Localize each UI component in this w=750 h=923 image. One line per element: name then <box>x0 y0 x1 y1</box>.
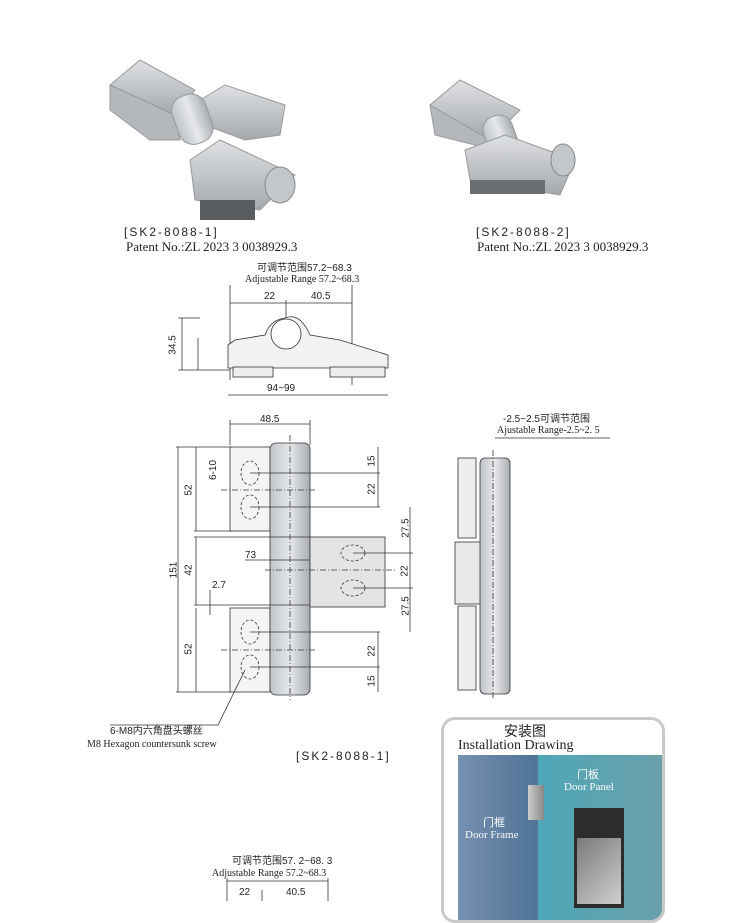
front-view-code: [SK2-8088-1] <box>296 749 391 763</box>
product-code-1: [SK2-8088-1] <box>124 225 219 239</box>
dim-42: 42 <box>183 564 195 576</box>
hinge-icon <box>528 785 544 820</box>
screw-label-en: M8 Hexagon countersunk screw <box>87 739 217 750</box>
side-range-cn: -2.5~2.5可调节范围 <box>503 414 590 425</box>
top-dim-22: 22 <box>264 291 276 302</box>
door-panel-cn: 门板 <box>577 769 599 781</box>
front-view-drawing <box>110 420 413 726</box>
bottom-dim-40-5: 40.5 <box>286 887 306 898</box>
side-range-en: Ajustable Range-2.5~2. 5 <box>497 425 600 436</box>
dim-48-5: 48.5 <box>260 414 280 425</box>
dim-6-10: 6-10 <box>208 459 220 481</box>
product-code-2: [SK2-8088-2] <box>476 225 571 239</box>
door-frame-en: Door Frame <box>465 829 519 841</box>
dim-r5: 27.5 <box>400 596 412 616</box>
patent-number-2: Patent No.:ZL 2023 3 0038929.3 <box>477 239 649 254</box>
top-range-cn: 可调节范围57.2~68.3 <box>257 263 352 274</box>
dim-r7: 15 <box>366 675 378 687</box>
top-dim-34-5: 34.5 <box>167 335 179 355</box>
dim-151: 151 <box>168 561 180 579</box>
patent-number-1: Patent No.:ZL 2023 3 0038929.3 <box>126 239 298 254</box>
bottom-dim-22: 22 <box>239 887 251 898</box>
dim-r3: 27.5 <box>400 518 412 538</box>
door-window <box>574 808 624 908</box>
installation-drawing: 安装图 Installation Drawing 门板 Door Panel 门… <box>441 717 665 923</box>
side-view-drawing <box>454 437 610 700</box>
dim-73: 73 <box>245 550 257 561</box>
dim-r6: 22 <box>366 645 378 657</box>
installation-title-en: Installation Drawing <box>458 738 574 753</box>
top-dim-40-5: 40.5 <box>311 291 331 302</box>
bottom-range-cn: 可调节范围57. 2~68. 3 <box>232 856 333 867</box>
dim-52-bottom: 52 <box>183 643 195 655</box>
screw-label-cn: 6-M8内六角盘头螺丝 <box>110 726 203 737</box>
door-frame <box>458 755 538 920</box>
dim-52-top: 52 <box>183 484 195 496</box>
top-range-en: Adjustable Range 57.2~68.3 <box>245 274 360 285</box>
door-frame-cn: 门框 <box>483 817 505 829</box>
product-photo-sk2-8088-1 <box>109 59 296 220</box>
top-view-drawing <box>178 285 389 396</box>
door-panel-en: Door Panel <box>564 781 614 793</box>
technical-drawings <box>109 59 610 726</box>
dim-2-7: 2.7 <box>212 580 226 591</box>
bottom-range-en: Adjustable Range 57.2~68.3 <box>212 868 327 879</box>
top-dim-94-99: 94~99 <box>267 383 296 394</box>
dim-r4: 22 <box>399 565 411 577</box>
dim-r1: 15 <box>366 455 378 467</box>
dim-r2: 22 <box>366 483 378 495</box>
installation-title-cn: 安装图 <box>504 723 546 739</box>
product-photo-sk2-8088-2 <box>429 79 576 196</box>
